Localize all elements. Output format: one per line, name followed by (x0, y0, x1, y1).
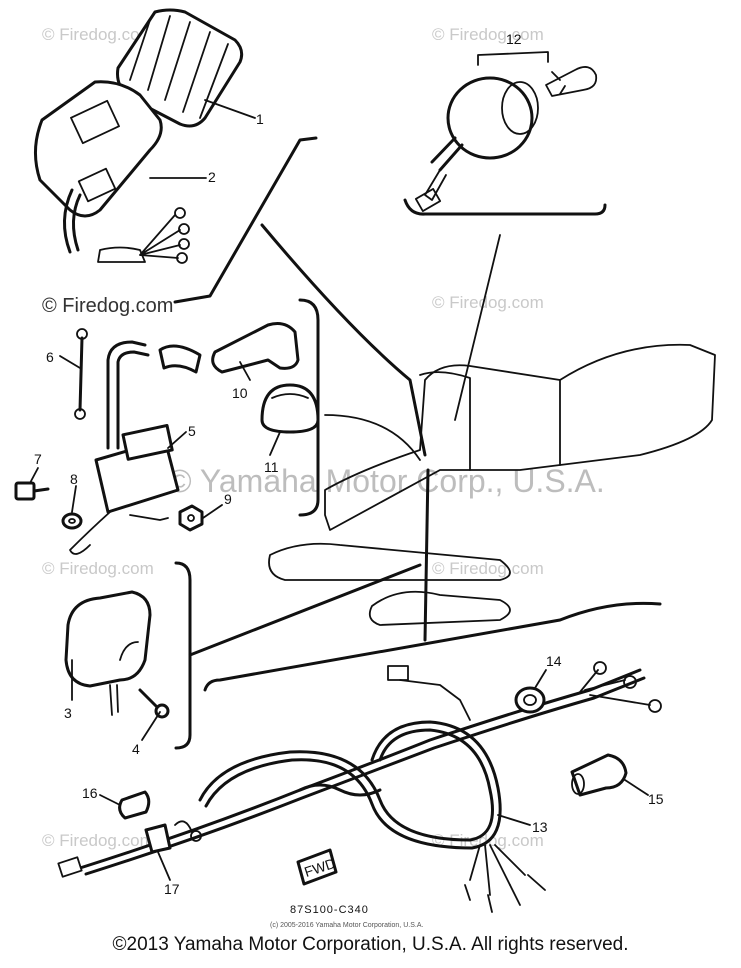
snowmobile-outline (268, 343, 716, 626)
parts-7-8-9-fasteners (14, 481, 204, 532)
callout-11: 11 (264, 459, 279, 475)
small-copyright: (c) 2005-2016 Yamaha Motor Corporation, … (270, 922, 423, 929)
part-17-clamp (144, 820, 202, 854)
part-10-plug-cap (158, 322, 300, 374)
part-6-ground-wire (74, 328, 88, 420)
part-4-screw (138, 688, 170, 719)
callout-14: 14 (546, 653, 562, 669)
part-11-seal (260, 383, 320, 434)
watermark: © Firedog.com (432, 559, 544, 578)
fwd-arrow: FWD (296, 848, 338, 886)
watermark: © Firedog.com (42, 25, 154, 44)
callout-9: 9 (224, 491, 232, 507)
callout-6: 6 (46, 349, 54, 365)
callout-3: 3 (64, 705, 72, 721)
diagram-code: 87S100-C340 (290, 904, 369, 916)
callout-1: 1 (256, 111, 264, 127)
watermark-dark: © Firedog.com (42, 295, 173, 317)
part-3-cdi-box (64, 590, 152, 716)
part-16-protector (118, 790, 151, 820)
divider-lines (173, 136, 662, 750)
callout-16: 16 (82, 785, 98, 801)
callout-15: 15 (648, 791, 664, 807)
part-5-ignition-coil (69, 340, 180, 555)
leader-lines (29, 99, 649, 881)
part-14-grommet (514, 686, 546, 714)
part-12-key-switch (414, 51, 598, 212)
callout-5: 5 (188, 423, 196, 439)
callout-17: 17 (164, 881, 180, 897)
callout-2: 2 (208, 169, 216, 185)
callout-4: 4 (132, 741, 140, 757)
part-15-sleeve (570, 753, 628, 797)
callout-12: 12 (506, 31, 522, 47)
callout-10: 10 (232, 385, 248, 401)
callout-8: 8 (70, 471, 78, 487)
part-1-cdi-unit (116, 8, 244, 128)
watermark: © Firedog.com (42, 831, 154, 850)
part-2-cover (34, 80, 190, 264)
watermark: © Firedog.com (432, 25, 544, 44)
footer-copyright: ©2013 Yamaha Motor Corporation, U.S.A. A… (112, 934, 629, 955)
callout-numbers: 1 2 3 4 5 6 7 8 9 10 11 12 13 14 15 16 1… (34, 31, 664, 897)
watermark: © Firedog.com (42, 559, 154, 578)
callout-7: 7 (34, 451, 42, 467)
watermark: © Firedog.com (432, 293, 544, 312)
callout-13: 13 (532, 819, 548, 835)
